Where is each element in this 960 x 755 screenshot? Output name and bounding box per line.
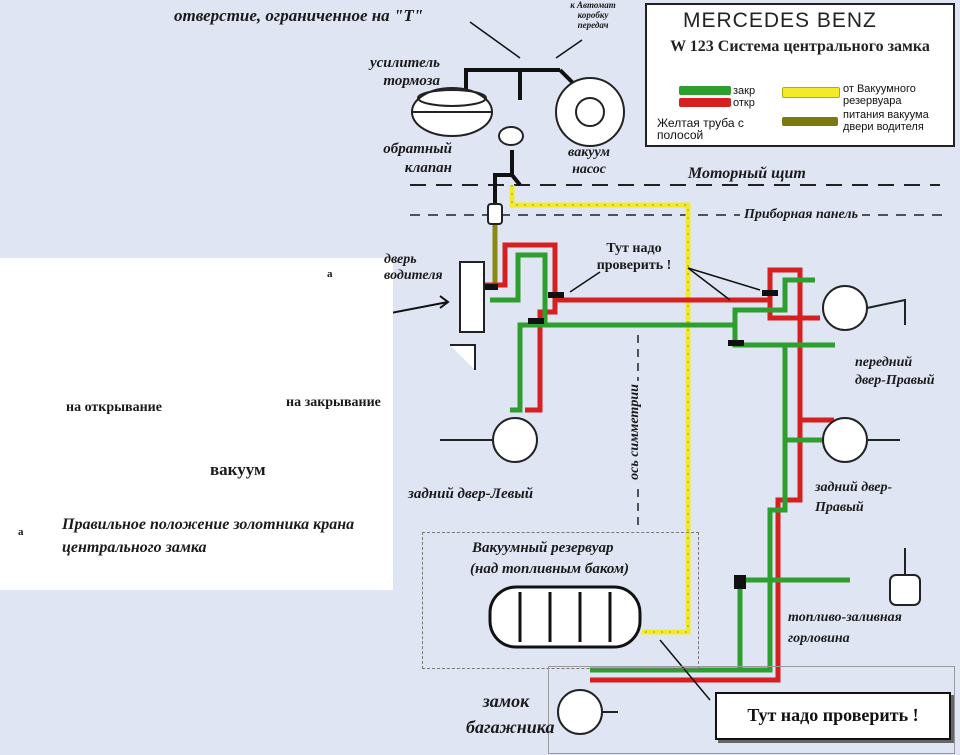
legend-open: откр <box>733 97 755 109</box>
brake-booster <box>411 87 493 137</box>
legend-driver-supply: питания вакуума двери водителя <box>843 109 929 133</box>
swatch-driver <box>782 117 838 126</box>
label-trunk-lock: замок багажника <box>466 691 555 737</box>
legend: MERCEDES BENZ W 123 Система центрального… <box>645 3 955 147</box>
inset-on-opening: на открывание <box>66 400 162 415</box>
label-vacuum-pump: вакуум насос <box>568 145 610 177</box>
label-fuel-filler: топливо-заливная горловина <box>788 610 902 646</box>
t-connectors <box>484 284 778 589</box>
label-rear-left-door: задний двер-Левый <box>408 486 534 502</box>
label-firewall: Моторный щит <box>684 165 810 183</box>
label-to-auto-gearbox: к Автомат коробку передач <box>570 0 616 30</box>
vacuum-pump <box>555 77 625 147</box>
label-brake-booster: усилитель тормоза <box>369 55 440 89</box>
check-here-box: Тут надо проверить ! <box>715 692 951 740</box>
check-here-box-text: Тут надо проверить ! <box>747 705 919 725</box>
caption-marker: a <box>18 526 24 538</box>
inset-panel <box>0 258 393 590</box>
label-reservoir-location: (над топливным баком) <box>470 561 630 577</box>
label-check-valve: обратный клапан <box>383 141 452 176</box>
legend-brand: MERCEDES BENZ <box>683 9 877 32</box>
trunk-frame <box>548 666 955 754</box>
legend-yellow-stripe: Желтая труба с полосой <box>657 116 744 142</box>
label-front-right-door: передний двер-Правый <box>855 355 935 388</box>
check-valve <box>487 126 524 225</box>
swatch-reservoir <box>782 87 840 98</box>
label-symmetry-axis: ось симметрии <box>626 381 643 483</box>
vacuum-reservoir <box>488 585 642 649</box>
driver-door-unit <box>450 261 485 370</box>
swatch-closed <box>679 86 731 95</box>
inset-caption: Правильное положение золотника крана цен… <box>62 516 355 556</box>
label-instrument-panel: Приборная панель <box>740 207 862 223</box>
inset-marker: a <box>327 268 333 280</box>
label-rear-right-door: задний двер-Правый <box>815 480 893 515</box>
label-check-here: Тут надо проверить ! <box>596 241 672 273</box>
reservoir-frame <box>422 532 699 669</box>
legend-reservoir: от Вакуумного резервуара <box>843 83 916 107</box>
inset-vacuum: вакуум <box>210 460 266 479</box>
label-driver-door: дверь водителя <box>384 252 443 283</box>
swatch-open <box>679 98 731 107</box>
yellow-line <box>509 185 691 635</box>
label-vacuum-reservoir: Вакуумный резервуар <box>472 540 614 556</box>
inset-on-closing: на закрывание <box>286 395 381 410</box>
label-restricted-hole: отверстие, ограниченное на "Т" <box>174 6 424 25</box>
legend-closed: закр <box>733 85 756 97</box>
legend-title: W 123 Система центрального замка <box>670 38 930 55</box>
